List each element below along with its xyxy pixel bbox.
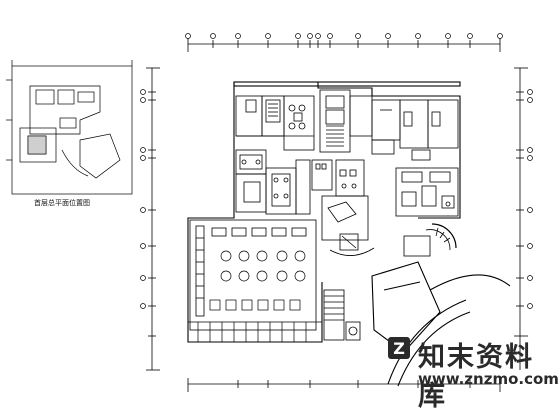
right-dimension-line xyxy=(514,67,528,370)
key-plan-label: 首层总平面位置图 xyxy=(34,199,90,207)
dining-tables xyxy=(209,250,306,311)
building-outline xyxy=(187,81,461,343)
stair-core-north xyxy=(319,89,373,153)
top-dimension-line xyxy=(187,38,501,52)
dining-terrace xyxy=(188,321,322,342)
left-axis-bubbles xyxy=(140,89,146,309)
bottom-dimension-line xyxy=(187,378,501,392)
spiral-stair xyxy=(403,223,457,257)
meeting-room-west xyxy=(235,149,311,215)
key-plan-highlight xyxy=(27,135,47,155)
office-rooms-east xyxy=(371,99,459,161)
dining-hall xyxy=(189,219,317,331)
right-axis-bubbles xyxy=(527,89,533,309)
left-dimension-line xyxy=(146,67,160,371)
watermark-title: 知末资料库 xyxy=(418,342,534,412)
svg-text:Z: Z xyxy=(393,339,405,358)
toilets-center xyxy=(311,159,365,197)
key-plan xyxy=(6,60,133,195)
lobby xyxy=(321,195,375,256)
entrance-wing-southeast xyxy=(371,261,511,387)
office-rooms-north xyxy=(235,95,315,151)
top-axis-bubbles xyxy=(185,33,503,39)
watermark-url: www.znzmo.com xyxy=(418,370,559,388)
lounge-east xyxy=(395,167,459,217)
stair-core-south xyxy=(323,289,361,341)
znzmo-logo-icon: Z xyxy=(388,337,410,359)
